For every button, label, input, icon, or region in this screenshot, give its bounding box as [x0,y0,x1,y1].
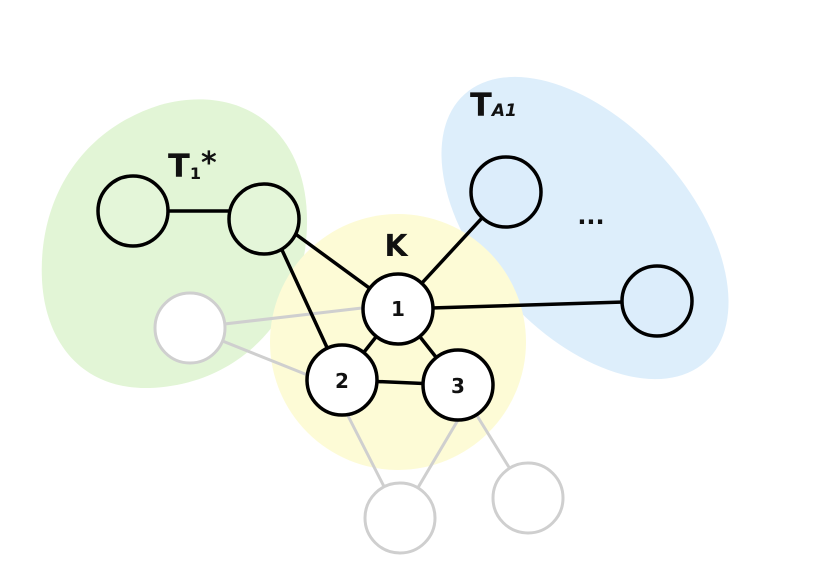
t1-star-label-star: * [201,146,217,181]
node-1 [361,272,435,346]
t1-star-label-sub: 1 [190,164,201,183]
green-region-t1-star [41,99,308,389]
node-2 [305,343,379,417]
ellipsis-label: ... [577,202,604,230]
node-1-label: 1 [391,297,405,321]
node-2-label: 2 [335,369,349,393]
faded-node [363,481,437,555]
clique-nodes [305,272,495,422]
ta1-label-main: T [470,86,492,124]
green-nodes [96,174,301,256]
faded-node [153,291,227,365]
faded-node [491,461,565,535]
blue-node [469,155,543,229]
ta1-label-sub: A1 [490,101,517,121]
blue-node [620,264,694,338]
blue-nodes [469,155,694,338]
node-3-label: 3 [451,374,465,398]
k-label: K [384,229,409,264]
green-node [227,182,301,256]
t1-star-label: T1* [168,146,217,185]
ta1-label: TA1 [470,86,517,124]
green-node [96,174,170,248]
t1-star-label-main: T [168,147,190,185]
node-3 [421,348,495,422]
edge [396,299,659,311]
faded-nodes [153,291,565,555]
